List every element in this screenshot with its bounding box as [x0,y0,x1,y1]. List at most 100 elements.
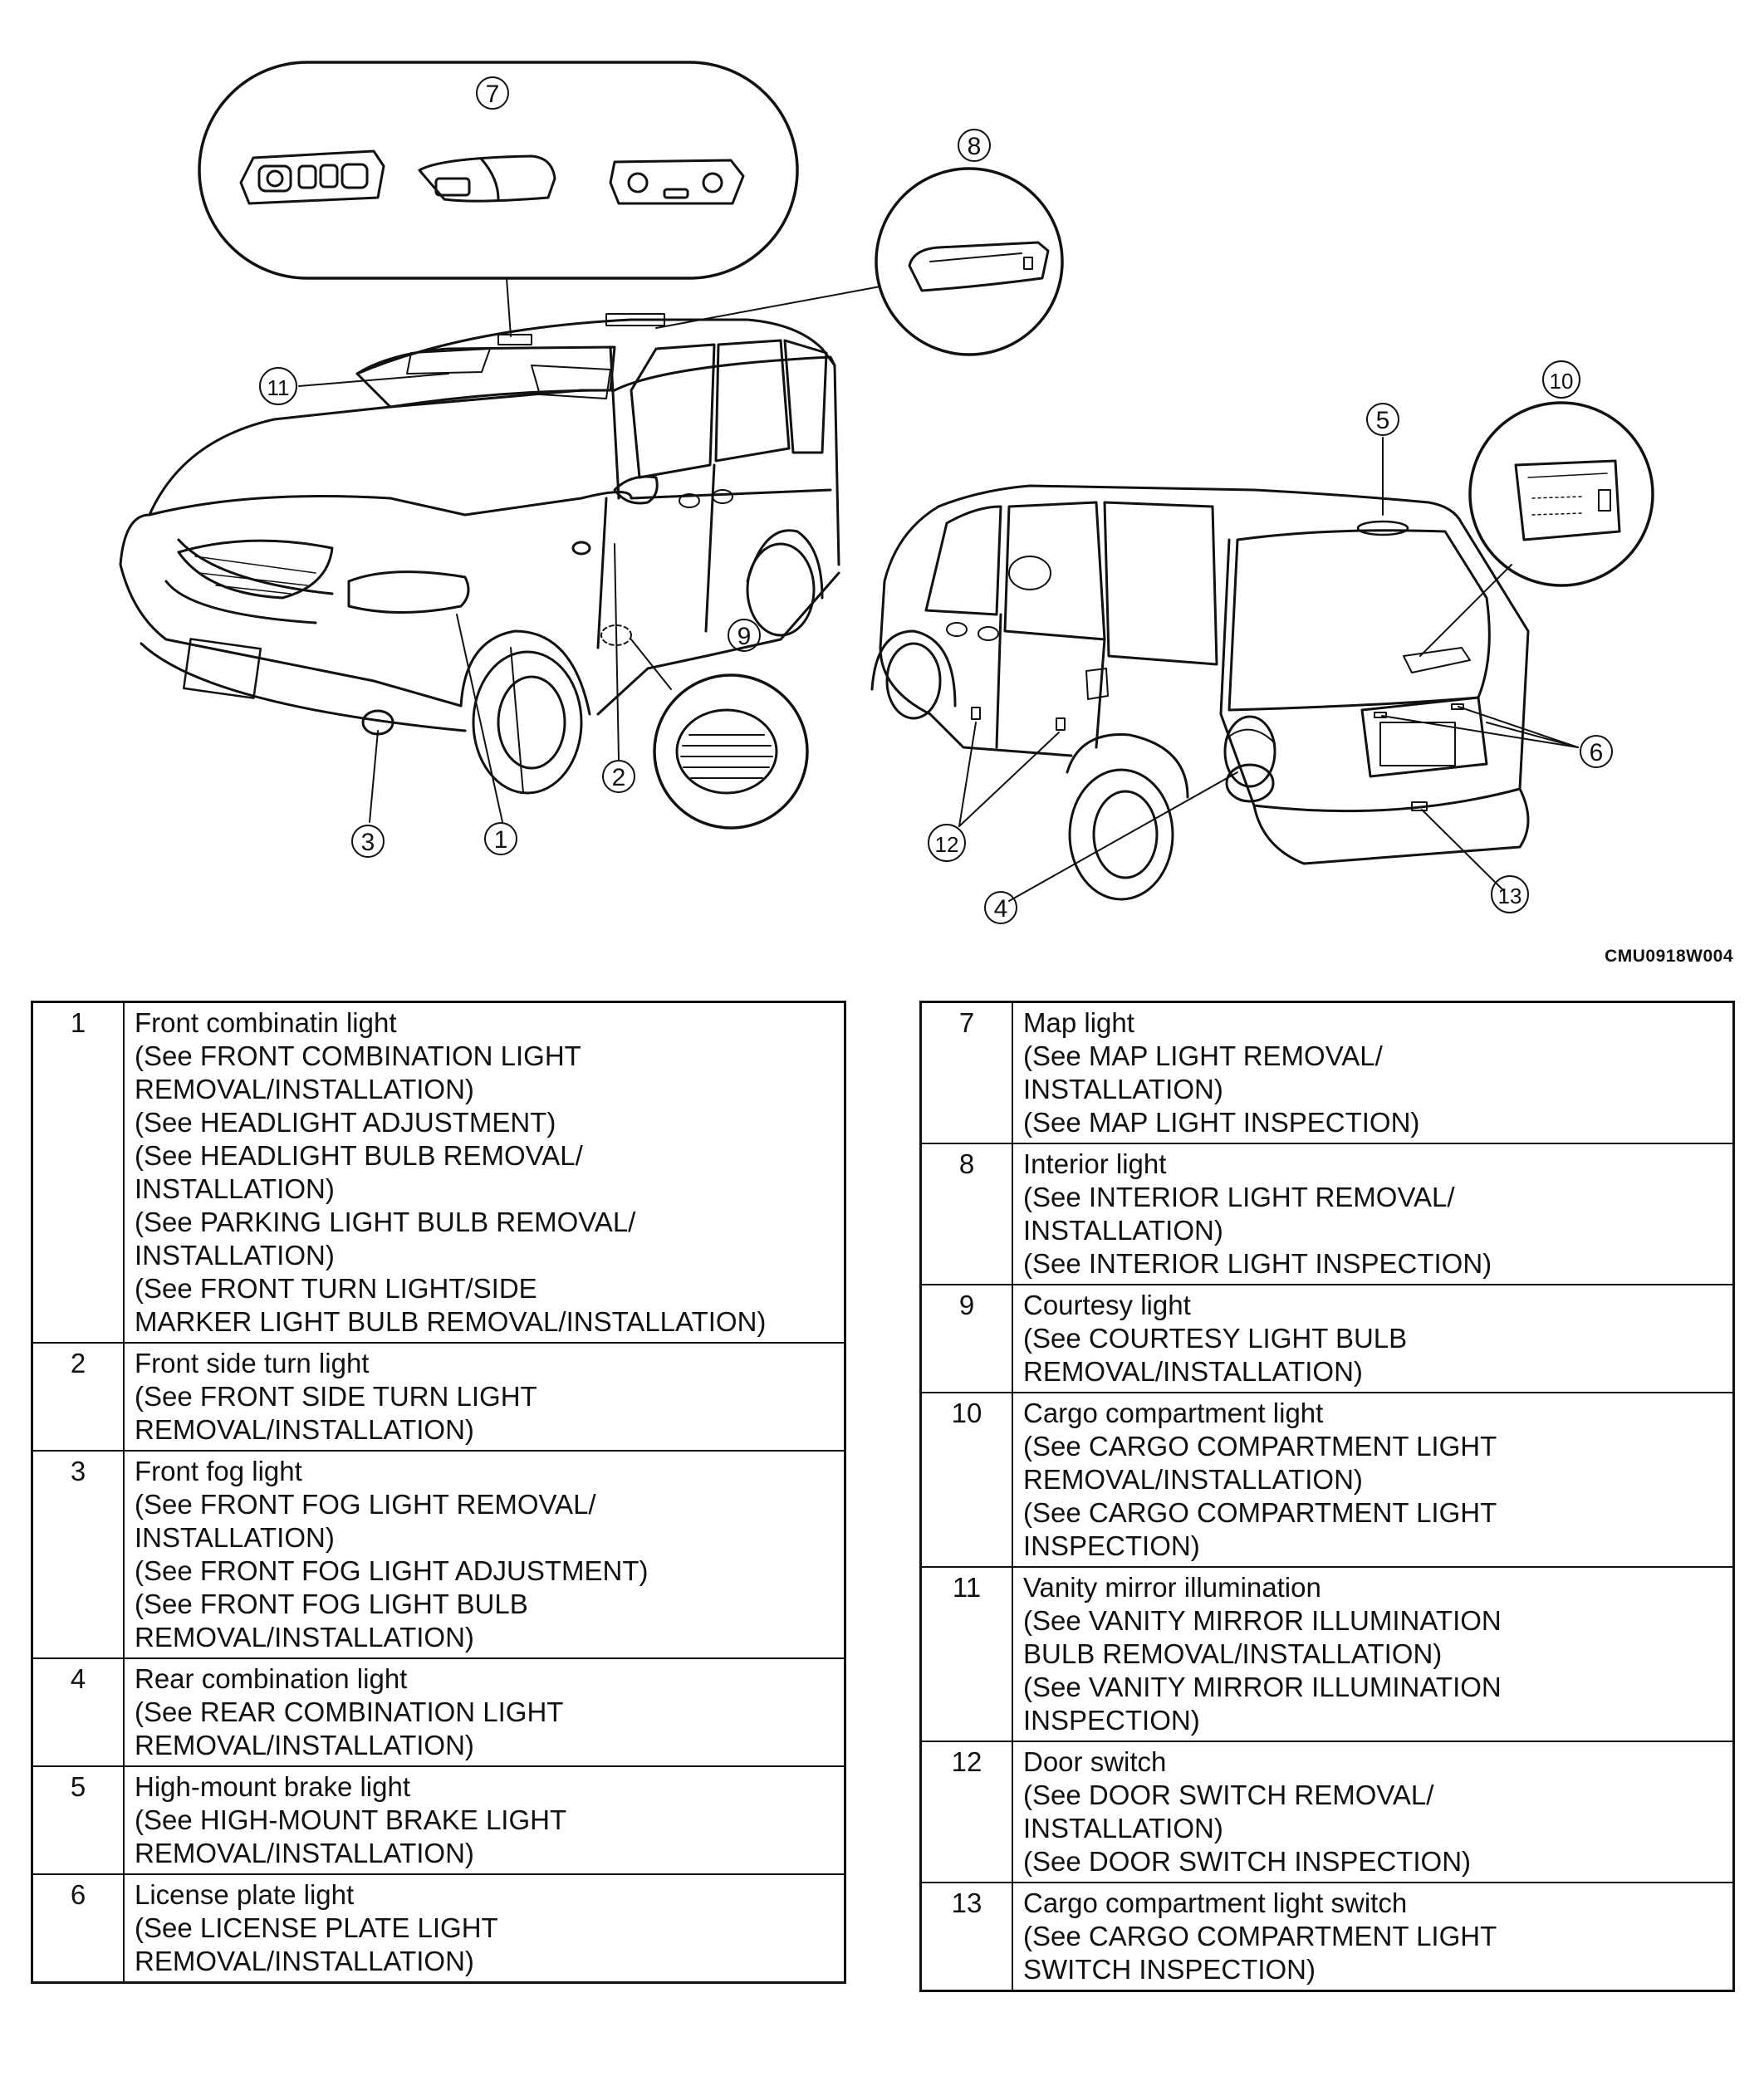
callout-5: 5 [1366,403,1399,436]
procedure-reference: (See INTERIOR LIGHT INSPECTION) [1023,1248,1492,1279]
svg-text:7: 7 [486,81,500,108]
component-name: Front combinatin light [135,1007,397,1038]
legend-description: Front fog light(See FRONT FOG LIGHT REMO… [123,1450,846,1659]
legend-number: 1 [31,1001,125,1344]
procedure-reference: (See MAP LIGHT REMOVAL/ [1023,1040,1383,1071]
legend-number: 2 [31,1342,125,1452]
legend-number: 11 [919,1566,1013,1742]
procedure-reference: (See FRONT FOG LIGHT REMOVAL/ [135,1489,596,1520]
procedure-reference: (See HIGH-MOUNT BRAKE LIGHT [135,1804,567,1835]
legend-number: 7 [919,1001,1013,1144]
procedure-reference: REMOVAL/INSTALLATION) [135,1414,474,1445]
svg-text:2: 2 [612,764,626,791]
legend-number: 13 [919,1882,1013,1992]
svg-text:9: 9 [737,623,752,650]
component-name: Rear combination light [135,1663,408,1694]
svg-text:6: 6 [1590,739,1604,766]
svg-text:3: 3 [361,829,375,856]
procedure-reference: INSTALLATION) [1023,1813,1223,1843]
component-name: Cargo compartment light [1023,1398,1324,1428]
component-name: Courtesy light [1023,1290,1191,1320]
procedure-reference: SWITCH INSPECTION) [1023,1954,1316,1985]
procedure-reference: REMOVAL/INSTALLATION) [135,1730,474,1760]
procedure-reference: (See DOOR SWITCH REMOVAL/ [1023,1780,1434,1810]
procedure-reference: REMOVAL/INSTALLATION) [1023,1356,1363,1387]
procedure-reference: (See CARGO COMPARTMENT LIGHT [1023,1921,1497,1951]
procedure-reference: (See MAP LIGHT INSPECTION) [1023,1107,1420,1138]
procedure-reference: INSTALLATION) [135,1173,335,1204]
callout-7: 7 [476,76,509,110]
interior-light-inset [655,167,1064,356]
procedure-reference: REMOVAL/INSTALLATION) [135,1074,474,1104]
legend-description: High-mount brake light(See HIGH-MOUNT BR… [123,1765,846,1875]
svg-text:5: 5 [1376,407,1390,434]
procedure-reference: REMOVAL/INSTALLATION) [135,1838,474,1868]
legend-number: 9 [919,1284,1013,1393]
svg-text:4: 4 [994,895,1008,923]
legend-number: 5 [31,1765,125,1875]
component-name: Front side turn light [135,1348,370,1378]
legend-description: License plate light(See LICENSE PLATE LI… [123,1873,846,1984]
legend-number: 12 [919,1741,1013,1883]
svg-text:8: 8 [968,133,982,160]
procedure-reference: (See VANITY MIRROR ILLUMINATION [1023,1672,1502,1702]
procedure-reference: INSTALLATION) [1023,1074,1223,1104]
procedure-reference: INSTALLATION) [135,1240,335,1271]
procedure-reference: (See FRONT COMBINATION LIGHT [135,1040,581,1071]
procedure-reference: REMOVAL/INSTALLATION) [1023,1464,1363,1495]
callout-8: 8 [958,129,991,162]
procedure-reference: (See COURTESY LIGHT BULB [1023,1323,1408,1354]
procedure-reference: INSPECTION) [1023,1530,1200,1561]
procedure-reference: (See INTERIOR LIGHT REMOVAL/ [1023,1182,1455,1212]
legend-number: 6 [31,1873,125,1984]
legend-description: Front side turn light(See FRONT SIDE TUR… [123,1342,846,1452]
procedure-reference: (See DOOR SWITCH INSPECTION) [1023,1846,1472,1877]
rear-vehicle [870,484,1530,901]
map-light-unit-c [609,159,745,205]
procedure-reference: INSTALLATION) [135,1522,335,1553]
procedure-reference: BULB REMOVAL/INSTALLATION) [1023,1638,1443,1669]
callout-2: 2 [602,760,635,793]
callout-13: 13 [1491,875,1529,913]
procedure-reference: INSPECTION) [1023,1705,1200,1736]
legend-description: Cargo compartment light(See CARGO COMPAR… [1012,1392,1735,1568]
cargo-light-inset [1419,401,1654,657]
component-name: Door switch [1023,1746,1167,1777]
legend-row: 12 Door switch(See DOOR SWITCH REMOVAL/IN… [919,1741,1735,1883]
legend-description: Map light(See MAP LIGHT REMOVAL/INSTALLA… [1012,1001,1735,1144]
callout-3: 3 [351,825,385,858]
legend-number: 10 [919,1392,1013,1568]
procedure-reference: (See FRONT SIDE TURN LIGHT [135,1381,537,1412]
map-light-unit-b [418,154,556,203]
callout-4: 4 [984,891,1017,924]
procedure-reference: (See FRONT TURN LIGHT/SIDE [135,1273,537,1304]
procedure-reference: (See LICENSE PLATE LIGHT [135,1912,498,1943]
legend-description: Vanity mirror illumination(See VANITY MI… [1012,1566,1735,1742]
legend-number: 8 [919,1143,1013,1285]
map-light-inset [198,61,799,337]
front-vehicle [119,313,840,795]
procedure-reference: (See PARKING LIGHT BULB REMOVAL/ [135,1207,636,1237]
component-name: Interior light [1023,1148,1167,1179]
vehicle-lighting-diagram: 1 2 3 4 5 6 7 8 9 10 11 12 [119,61,1654,924]
legend-description: Cargo compartment light switch(See CARGO… [1012,1882,1735,1992]
figure-code: CMU0918W004 [1605,947,1733,966]
component-name: High-mount brake light [135,1771,410,1802]
procedure-reference: (See FRONT FOG LIGHT BULB [135,1589,528,1619]
procedure-reference: REMOVAL/INSTALLATION) [135,1622,474,1652]
legend-number: 4 [31,1657,125,1767]
legend-description: Interior light(See INTERIOR LIGHT REMOVA… [1012,1143,1735,1285]
component-name: License plate light [135,1879,355,1910]
legend-description: Front combinatin light(See FRONT COMBINA… [123,1001,846,1344]
